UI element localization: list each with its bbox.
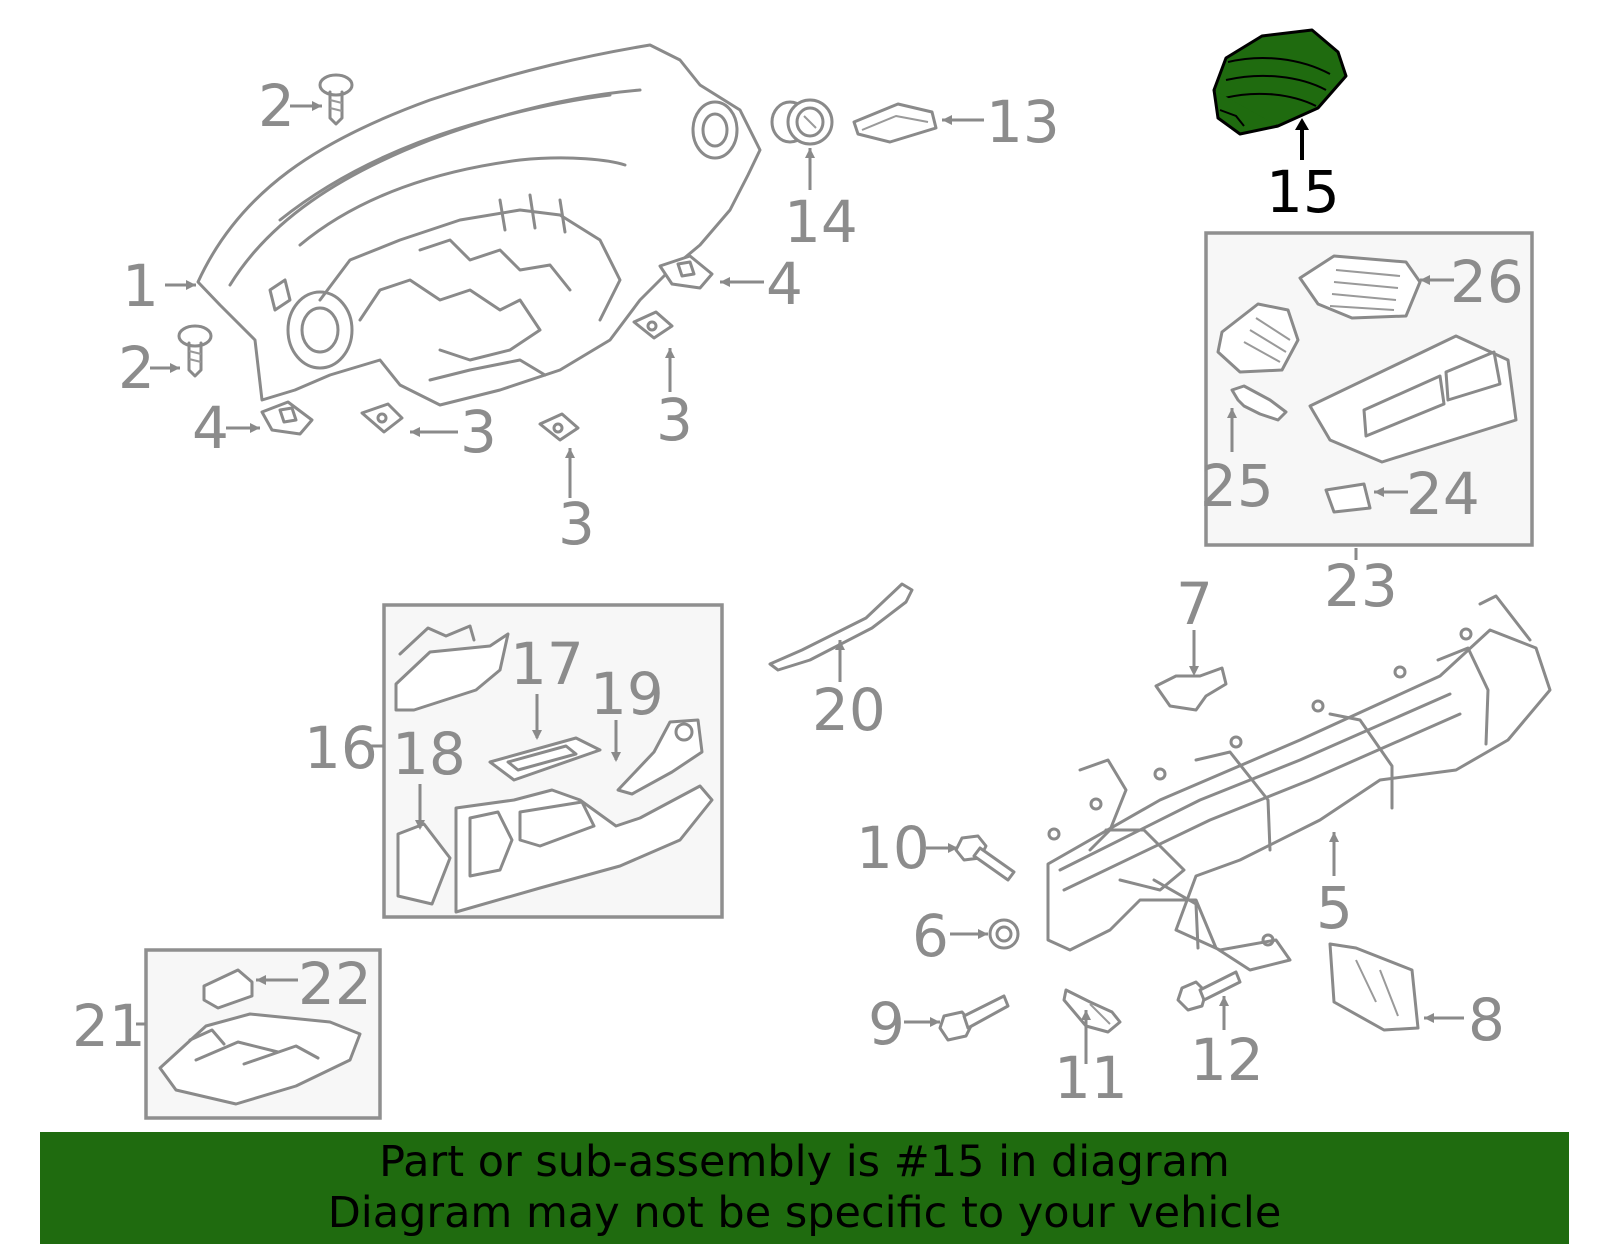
part-2-screw-lower (177, 324, 213, 378)
callout-16: 16 (304, 714, 378, 782)
callout-3-center: 3 (558, 490, 595, 558)
callout-20: 20 (812, 676, 886, 744)
part-26-vent (1216, 254, 1422, 374)
callout-14: 14 (784, 188, 858, 256)
callout-2-upper: 2 (258, 72, 295, 140)
part-2-screw-upper (318, 73, 354, 126)
part-23-panel (1308, 334, 1518, 464)
callout-18: 18 (392, 720, 466, 788)
callout-3-right: 3 (656, 386, 693, 454)
callout-23: 23 (1324, 552, 1398, 620)
callout-13: 13 (986, 88, 1060, 156)
callout-3-left: 3 (460, 398, 497, 466)
part-25-bracket (1230, 384, 1288, 422)
callout-9: 9 (868, 990, 905, 1058)
part-3-nut-right (632, 310, 674, 340)
callout-4-left: 4 (192, 394, 229, 462)
part-20-bracket (768, 582, 914, 672)
callout-8: 8 (1468, 986, 1505, 1054)
callout-7: 7 (1176, 570, 1213, 638)
part-24-clip (1324, 482, 1372, 514)
part-6-washer (988, 918, 1020, 950)
part-3-nut-center (538, 412, 580, 442)
part-22-clip (202, 968, 254, 1010)
callout-19: 19 (590, 660, 664, 728)
notice-banner: Part or sub-assembly is #15 in diagram D… (40, 1132, 1569, 1244)
part-7-bracket (1154, 666, 1228, 712)
part-16-glovebox (394, 624, 714, 914)
callout-11: 11 (1054, 1044, 1128, 1112)
part-1-instrument-panel (196, 43, 762, 407)
part-4-clip-right (658, 254, 714, 290)
part-9-bolt (938, 994, 1010, 1042)
callout-24: 24 (1406, 460, 1480, 528)
banner-line-2: Diagram may not be specific to your vehi… (327, 1188, 1282, 1238)
callout-12: 12 (1190, 1026, 1264, 1094)
part-21-tray (158, 1012, 362, 1106)
callout-17: 17 (510, 630, 584, 698)
callout-1: 1 (122, 252, 159, 320)
part-12-bolt (1176, 970, 1242, 1012)
callout-26: 26 (1450, 248, 1524, 316)
part-11-bolt (1062, 988, 1122, 1034)
part-13-cover (852, 102, 938, 144)
part-3-nut-left (360, 402, 404, 434)
callout-21: 21 (72, 992, 146, 1060)
part-17-handle (488, 736, 602, 782)
part-4-clip-left (260, 400, 314, 436)
part-10-bolt (954, 834, 1016, 882)
callout-10: 10 (856, 814, 930, 882)
banner-line-1: Part or sub-assembly is #15 in diagram (379, 1137, 1230, 1187)
callout-2-lower: 2 (118, 334, 155, 402)
leader-arrows (136, 101, 1464, 1064)
callout-5: 5 (1316, 874, 1353, 942)
part-15-highlighted-vent (1212, 28, 1348, 136)
callout-4-right: 4 (766, 250, 803, 318)
callout-25: 25 (1200, 452, 1274, 520)
callout-22: 22 (298, 950, 372, 1018)
part-5-beam (1046, 594, 1552, 972)
callout-6: 6 (912, 902, 949, 970)
part-8-plate (1328, 942, 1420, 1032)
part-14-vent-round (770, 98, 834, 146)
part-19-latch (616, 718, 704, 796)
callout-15: 15 (1266, 158, 1340, 226)
